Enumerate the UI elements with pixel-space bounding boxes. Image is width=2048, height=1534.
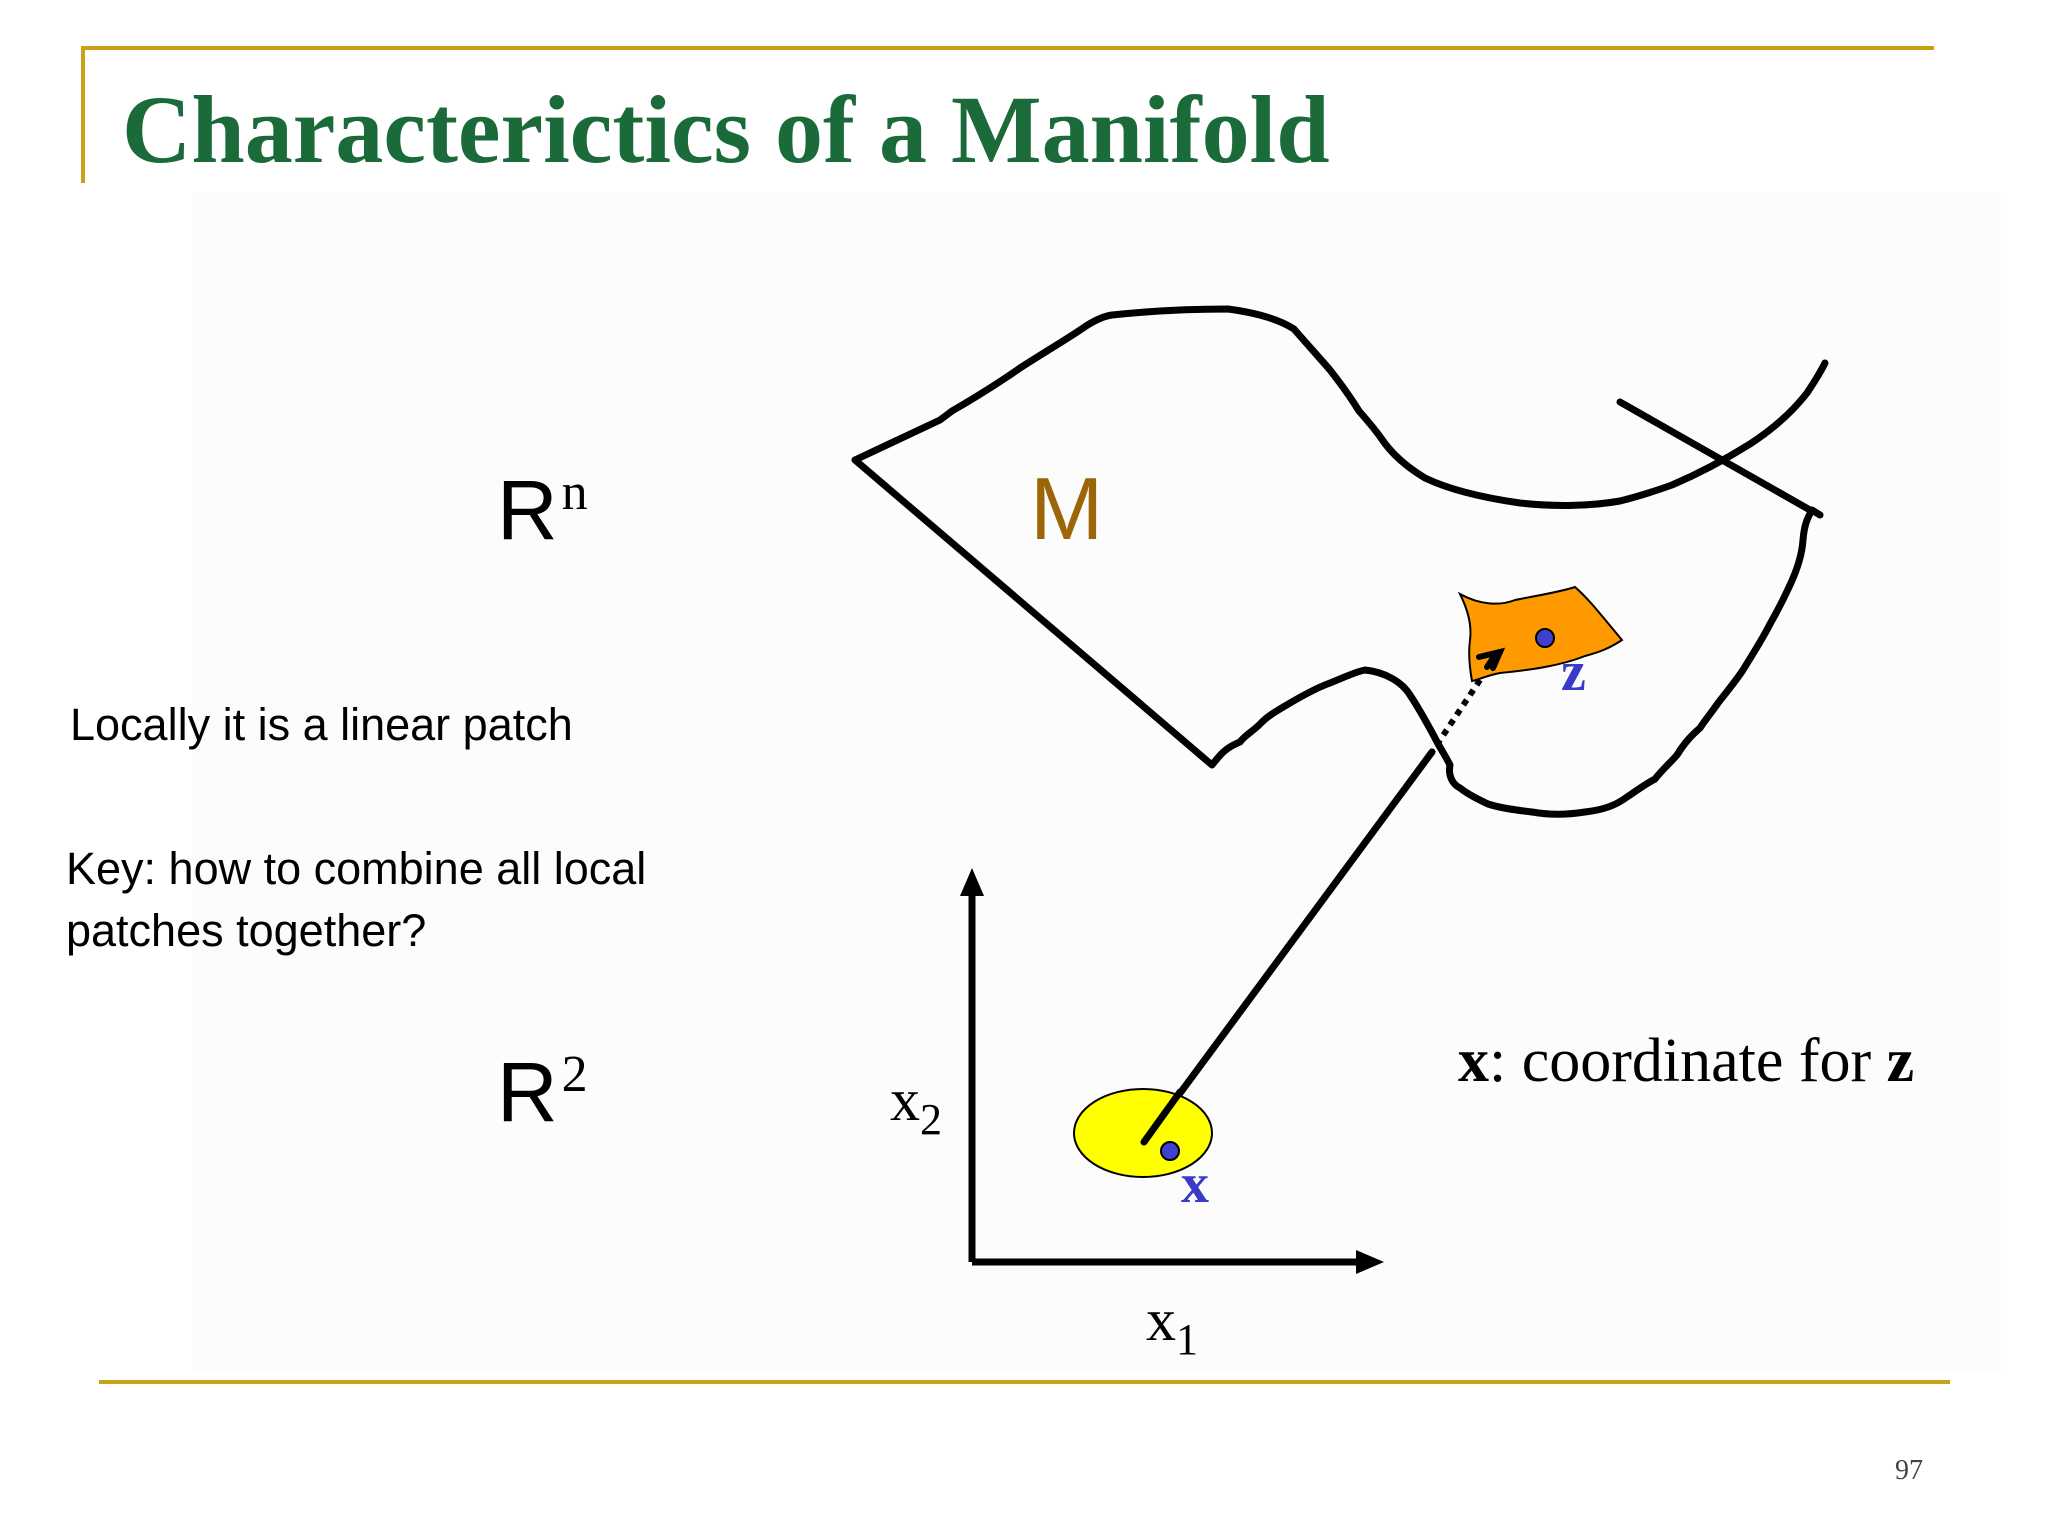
page-number: 97 [1895, 1455, 1923, 1486]
axis-label-x2: x2 [890, 1067, 942, 1144]
caption-bold-z: z [1886, 1027, 1915, 1095]
r2-superscript: 2 [561, 1046, 588, 1103]
patch-arrow-icon [1476, 647, 1506, 671]
dotted-mapping-line [1429, 678, 1483, 754]
title-left-rule [81, 46, 85, 183]
point-z [1535, 628, 1555, 648]
manifold-boundary-line [855, 309, 1826, 507]
space-label-r2: R2 [497, 1049, 588, 1135]
r2-base: R [497, 1045, 558, 1139]
manifold-outline [855, 298, 1883, 510]
locally-linear-text: Locally it is a linear patch [70, 699, 573, 750]
rn-superscript: n [561, 464, 588, 521]
key-question-line-2: patches together? [66, 905, 427, 956]
space-label-rn: Rn [497, 467, 588, 553]
title-top-rule [81, 46, 1934, 50]
axis-x2-arrowhead-icon [960, 868, 984, 896]
manifold-left-and-bottom [851, 456, 1824, 818]
manifold-label: M [1030, 459, 1104, 558]
rn-base: R [497, 463, 558, 557]
coordinate-caption: x: coordinate for z [1458, 1030, 1914, 1092]
caption-bold-x: x [1458, 1027, 1489, 1095]
manifold-outline-main [851, 305, 1829, 509]
axis-label-x1: x1 [1146, 1287, 1198, 1364]
mapping-line [1140, 748, 1436, 1146]
key-question-line-1: Key: how to combine all local [66, 843, 647, 894]
label-x: x [1181, 1153, 1209, 1215]
content-panel [193, 193, 2001, 1371]
mapping-line-end [1140, 1088, 1184, 1146]
manifold-right-edge [1616, 398, 1814, 514]
key-question-text: Key: how to combine all local patches to… [66, 838, 646, 962]
slide-title: Characterictics of a Manifold [122, 76, 1330, 183]
label-z: z [1561, 641, 1586, 703]
caption-middle: : coordinate for [1489, 1027, 1887, 1095]
footer-rule [99, 1380, 1950, 1384]
axis-x1-arrowhead-icon [1356, 1250, 1384, 1274]
point-x [1160, 1141, 1180, 1161]
